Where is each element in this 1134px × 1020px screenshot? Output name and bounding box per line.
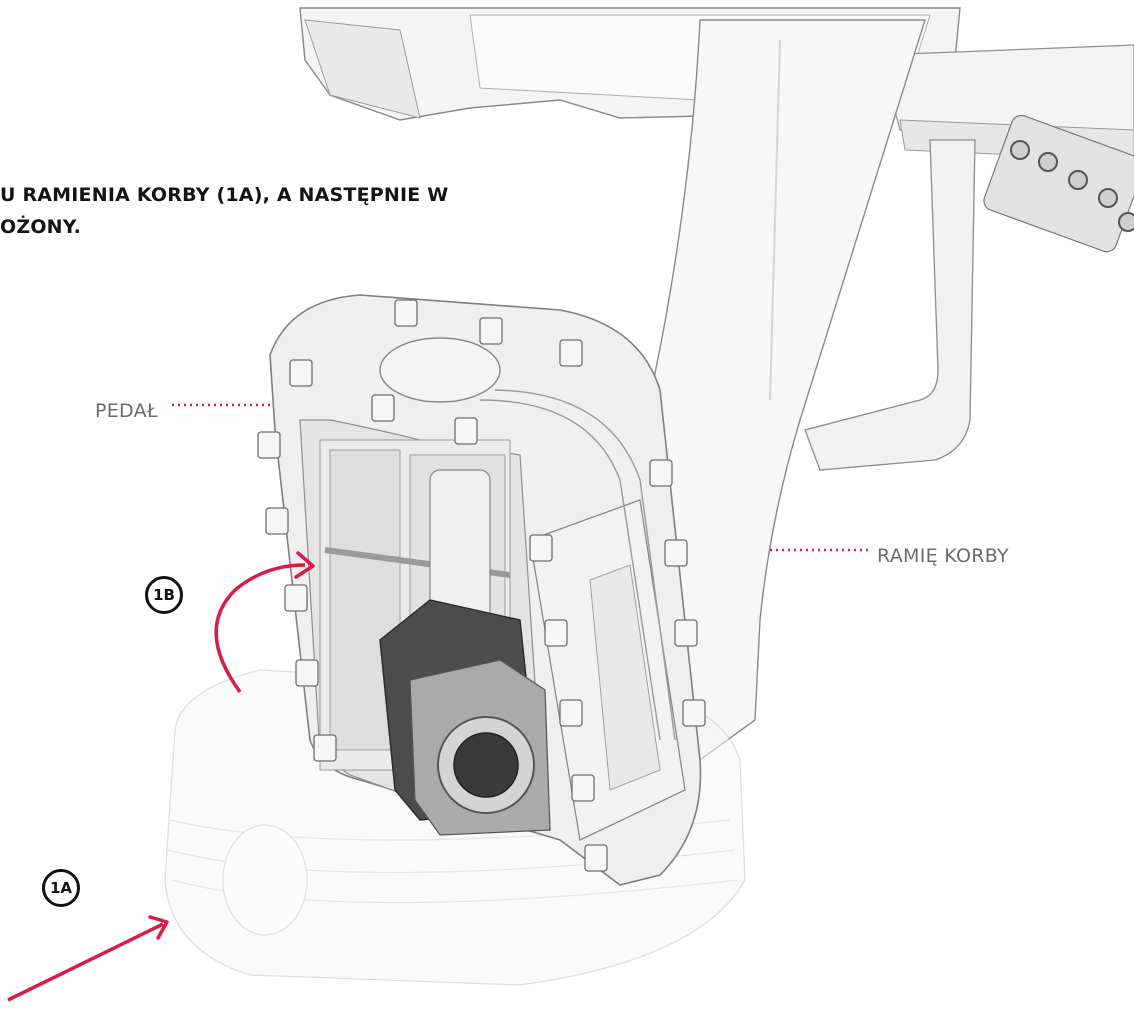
pedal-label: PEDAŁ <box>95 400 158 422</box>
step-1b-label: 1B <box>153 586 175 604</box>
arrow-1b-head <box>294 551 315 579</box>
arrow-1a <box>7 922 164 1002</box>
support-bracket <box>804 139 976 471</box>
instruction-line-2: OŻONY. <box>0 216 82 238</box>
chain <box>983 114 1134 253</box>
step-1a-badge: 1A <box>42 869 80 907</box>
step-1b-badge: 1B <box>145 576 183 614</box>
arrow-1a-head <box>148 915 169 940</box>
arrow-1b <box>214 563 306 694</box>
pedal <box>269 294 702 886</box>
crank-arm-label: RAMIĘ KORBY <box>877 545 1009 567</box>
step-1a-label: 1A <box>49 879 73 897</box>
pedal-teeth <box>257 299 706 872</box>
instruction-line-1: U RAMIENIA KORBY (1A), A NASTĘPNIE W <box>0 184 449 206</box>
